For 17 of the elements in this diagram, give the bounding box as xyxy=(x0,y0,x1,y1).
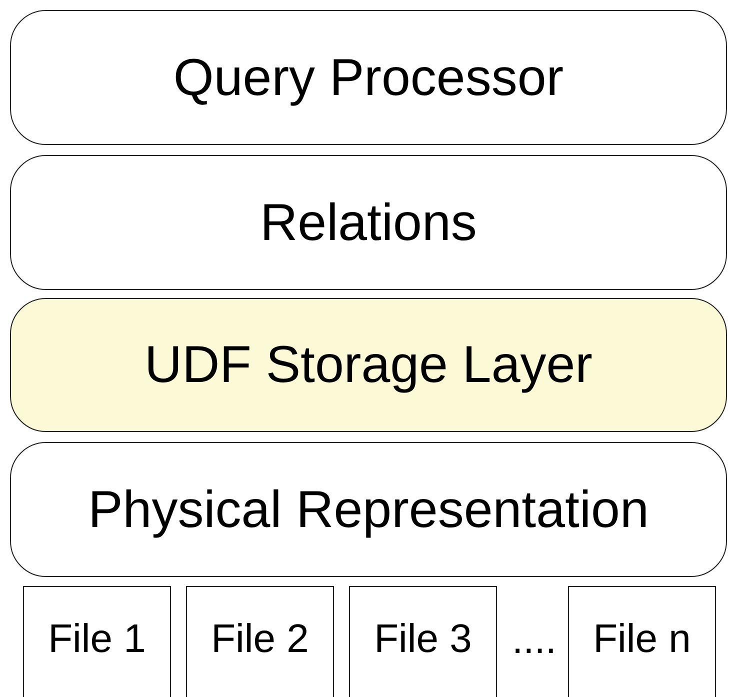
node-label: File 3 xyxy=(374,617,472,662)
layer-box xyxy=(10,298,727,432)
file-box xyxy=(186,586,334,697)
file-box xyxy=(23,586,171,697)
layer-box xyxy=(10,442,727,577)
node-label: UDF Storage Layer xyxy=(144,335,592,395)
node-label: Physical Representation xyxy=(88,480,649,540)
node-label: File n xyxy=(593,617,691,662)
file-box xyxy=(349,586,497,697)
node-label: Query Processor xyxy=(173,48,564,108)
node-label: File 1 xyxy=(48,617,146,662)
layer-box xyxy=(10,10,727,145)
layer-box xyxy=(10,155,727,290)
ellipsis-text: .... xyxy=(512,618,556,663)
node-label: File 2 xyxy=(211,617,309,662)
node-label: Relations xyxy=(260,192,477,252)
file-box xyxy=(568,586,716,697)
